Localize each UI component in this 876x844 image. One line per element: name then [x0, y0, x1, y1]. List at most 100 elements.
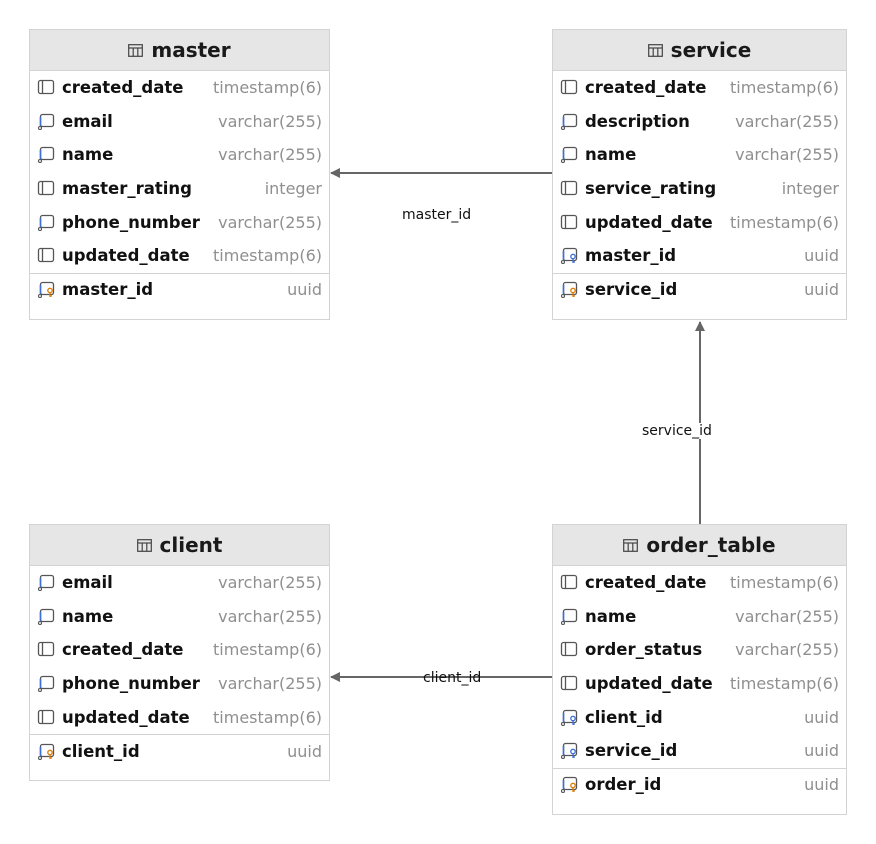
table-title: order_table: [646, 533, 776, 557]
column-name: order_status: [585, 640, 703, 660]
primary-key-row[interactable]: order_id uuid: [553, 767, 846, 802]
column-name: updated_date: [585, 212, 713, 232]
column-type: timestamp(6): [730, 573, 839, 593]
column-type: uuid: [804, 246, 839, 266]
column-row[interactable]: description varchar(255): [553, 105, 846, 139]
primary-key-icon: [560, 776, 579, 794]
nullable-column-icon: [560, 113, 579, 130]
column-type: timestamp(6): [730, 78, 839, 98]
table-title: master: [151, 38, 231, 62]
column-type: varchar(255): [218, 111, 322, 131]
column-name: name: [585, 606, 637, 626]
column-name: description: [585, 111, 690, 131]
column-icon: [37, 79, 56, 96]
column-row[interactable]: updated_date timestamp(6): [30, 239, 329, 273]
column-type: varchar(255): [735, 606, 839, 626]
column-type: varchar(255): [218, 606, 322, 626]
column-name: updated_date: [585, 674, 713, 694]
column-type: uuid: [287, 280, 322, 300]
relation-label-service-id: service_id: [642, 423, 712, 439]
column-icon: [560, 574, 579, 591]
primary-key-icon: [37, 281, 56, 299]
column-row[interactable]: phone_number varchar(255): [30, 205, 329, 239]
column-name: created_date: [585, 78, 707, 98]
table-icon: [136, 538, 152, 552]
table-service[interactable]: service created_date timestamp(6) descripti…: [552, 29, 847, 320]
column-name: service_id: [585, 280, 678, 300]
column-icon: [560, 180, 579, 197]
column-icon: [560, 641, 579, 658]
column-row[interactable]: created_date timestamp(6): [30, 633, 329, 667]
column-name: email: [62, 111, 113, 131]
table-header[interactable]: service: [553, 30, 846, 71]
table-icon: [128, 43, 144, 57]
nullable-column-icon: [37, 146, 56, 164]
column-type: timestamp(6): [730, 212, 839, 232]
column-type: timestamp(6): [213, 246, 322, 266]
nullable-column-icon: [37, 113, 56, 130]
column-row[interactable]: updated_date timestamp(6): [553, 667, 846, 701]
column-name: order_id: [585, 775, 662, 795]
column-icon: [37, 641, 56, 658]
column-name: updated_date: [62, 246, 190, 266]
table-header[interactable]: order_table: [553, 525, 846, 566]
column-type: integer: [264, 179, 322, 199]
column-icon: [37, 180, 56, 197]
column-icon: [37, 247, 56, 264]
primary-key-icon: [560, 281, 579, 299]
column-type: varchar(255): [735, 111, 839, 131]
column-name: email: [62, 573, 113, 593]
column-type: varchar(255): [735, 640, 839, 660]
column-name: service_rating: [585, 179, 717, 199]
column-type: uuid: [804, 775, 839, 795]
column-name: name: [62, 145, 114, 165]
table-header[interactable]: master: [30, 30, 329, 71]
column-row[interactable]: email varchar(255): [30, 566, 329, 600]
column-icon: [560, 214, 579, 231]
table-title: client: [159, 533, 223, 557]
column-icon: [560, 675, 579, 692]
foreign-key-icon: [560, 709, 579, 726]
column-row[interactable]: order_status varchar(255): [553, 633, 846, 667]
column-type: timestamp(6): [213, 707, 322, 727]
table-header[interactable]: client: [30, 525, 329, 566]
column-icon: [37, 709, 56, 726]
column-name: service_id: [585, 741, 678, 761]
column-row[interactable]: master_rating integer: [30, 172, 329, 206]
nullable-column-icon: [560, 146, 579, 164]
foreign-key-icon: [560, 247, 579, 265]
column-name: phone_number: [62, 674, 200, 694]
column-row[interactable]: email varchar(255): [30, 105, 329, 139]
column-row[interactable]: updated_date timestamp(6): [553, 205, 846, 239]
column-type: timestamp(6): [213, 640, 322, 660]
column-type: timestamp(6): [730, 674, 839, 694]
column-name: created_date: [62, 640, 184, 660]
nullable-column-icon: [37, 675, 56, 693]
column-type: varchar(255): [218, 212, 322, 232]
column-type: varchar(255): [218, 573, 322, 593]
column-name: master_rating: [62, 179, 192, 199]
column-name: name: [585, 145, 637, 165]
column-row[interactable]: name varchar(255): [553, 600, 846, 634]
table-icon: [623, 538, 639, 552]
column-row[interactable]: created_date timestamp(6): [553, 71, 846, 105]
column-name: phone_number: [62, 212, 200, 232]
column-name: client_id: [62, 741, 140, 761]
